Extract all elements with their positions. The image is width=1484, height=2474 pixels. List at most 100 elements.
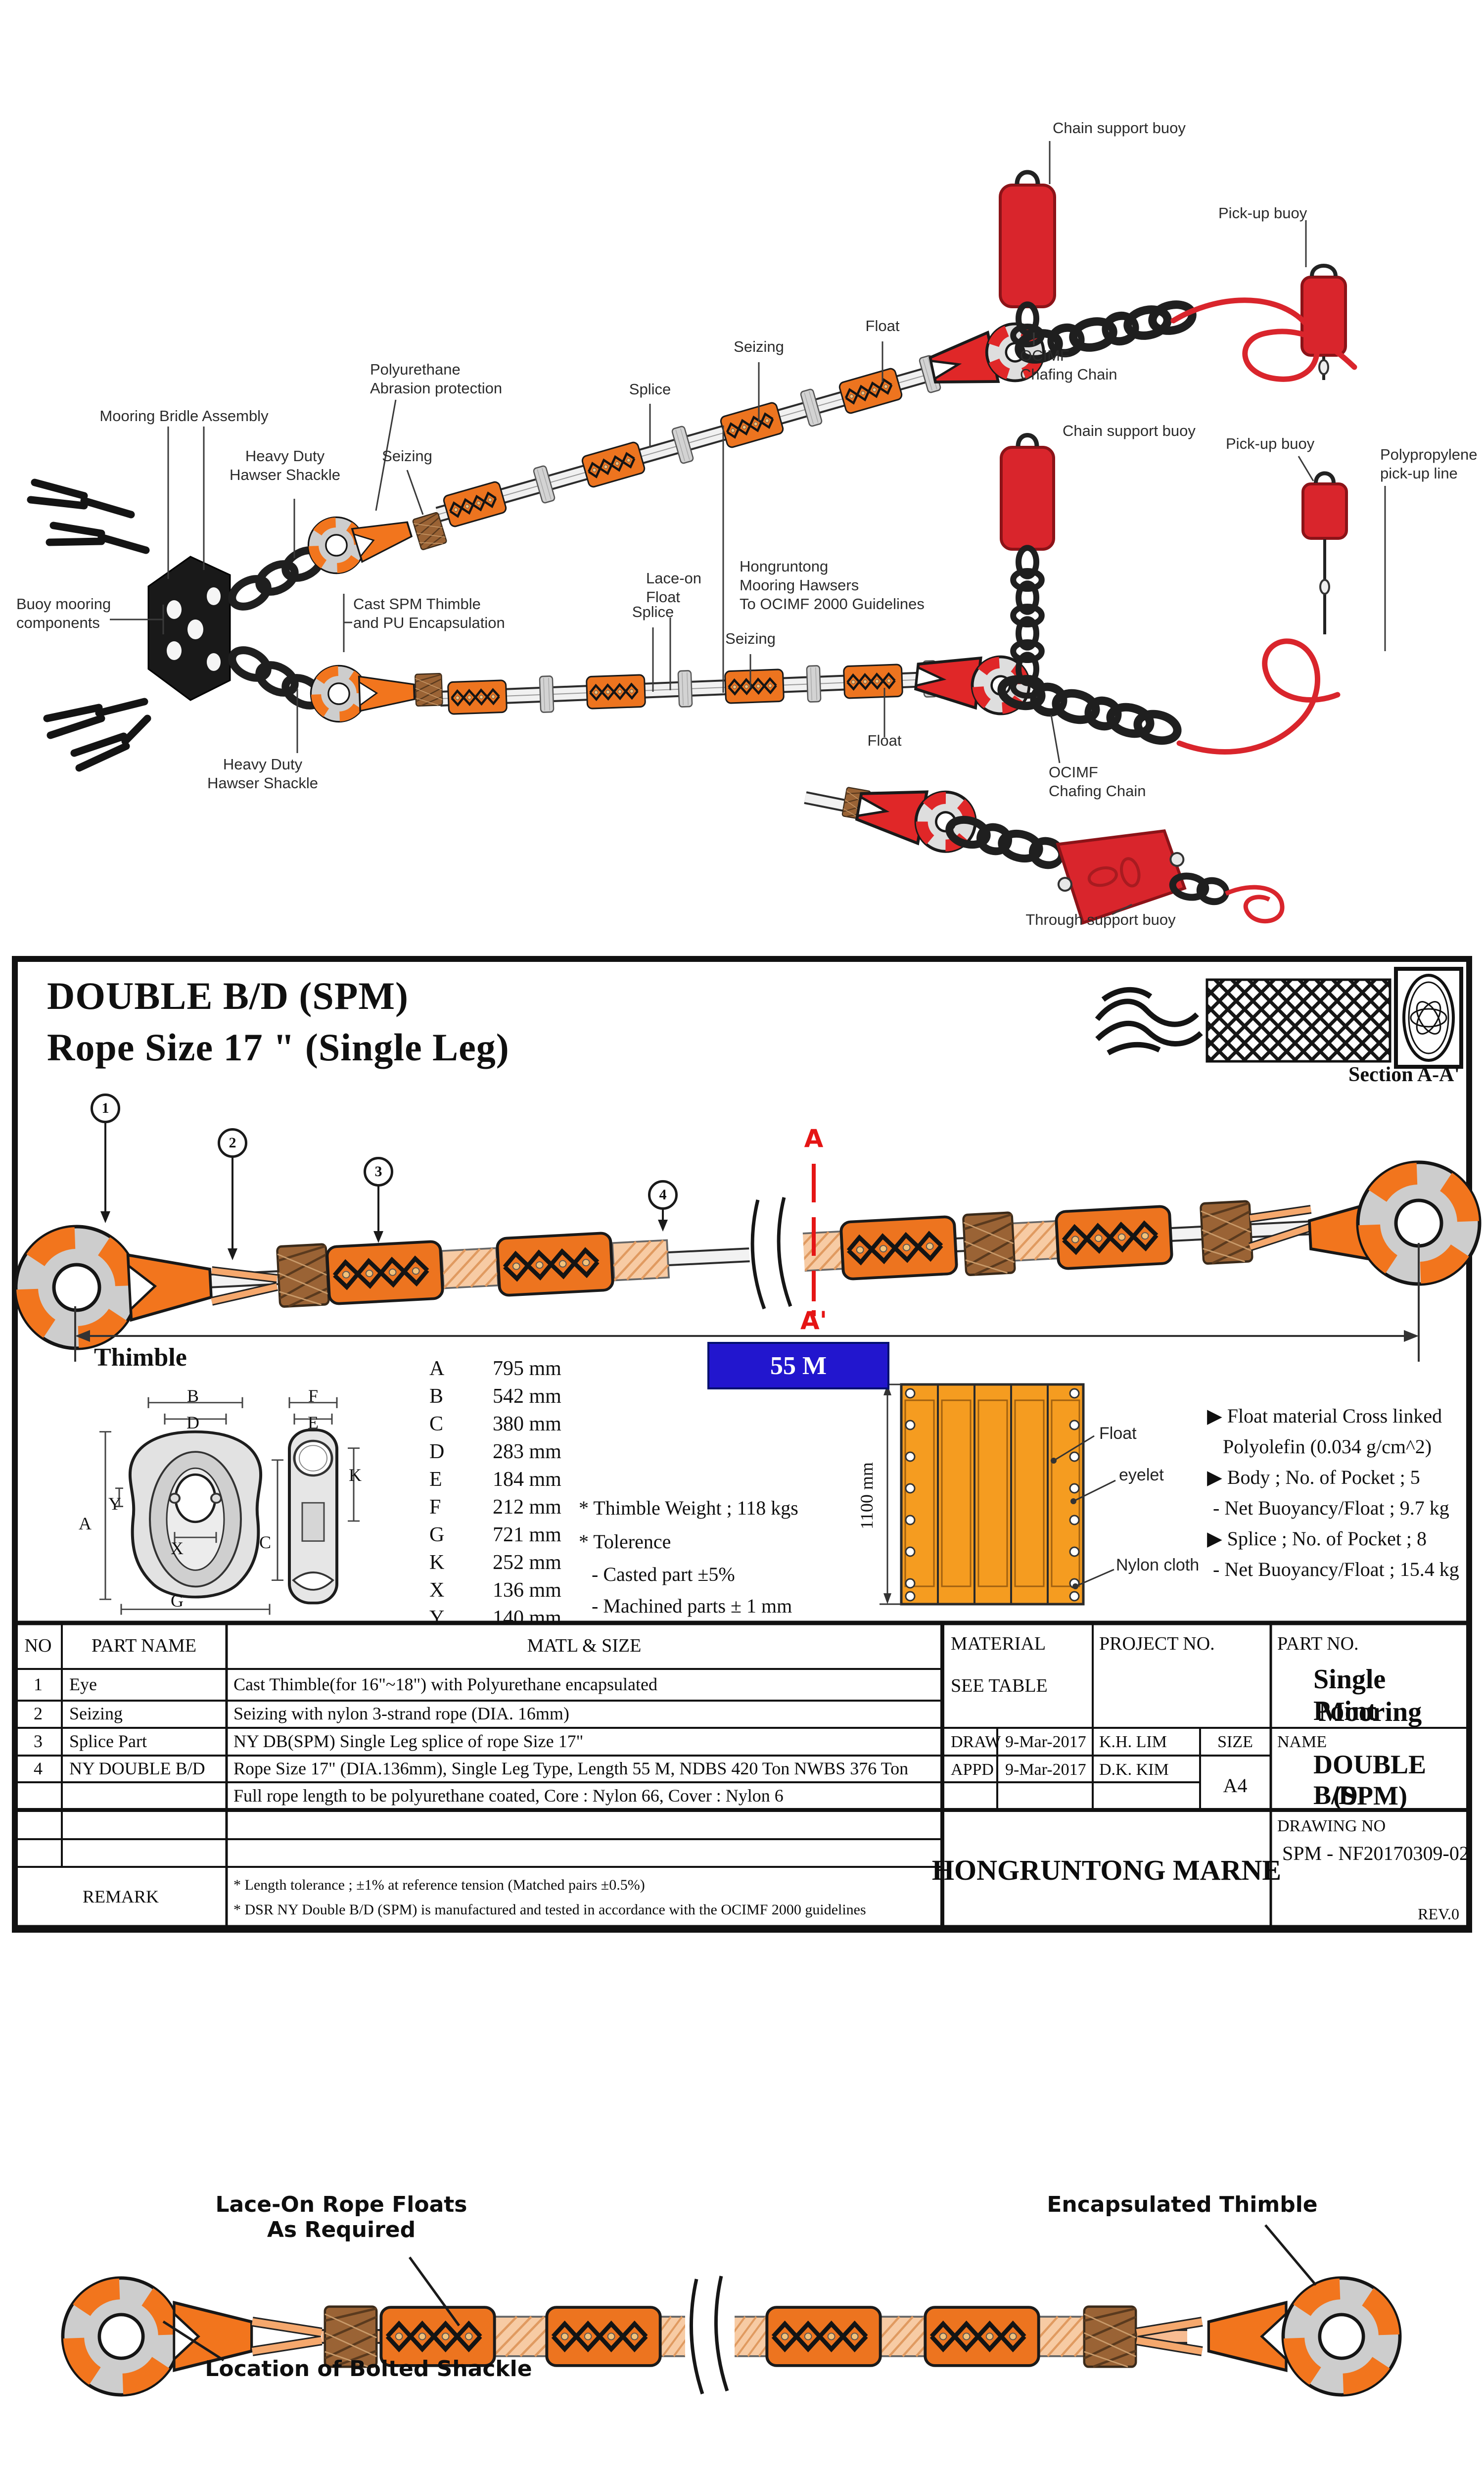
- cell-material-header: MATERIAL: [951, 1633, 1046, 1654]
- dim-value: 542 mm: [493, 1385, 561, 1408]
- dim-value: 380 mm: [493, 1413, 561, 1435]
- rope-construction-graphic: [1095, 967, 1463, 1069]
- label-buoy-mooring-components: Buoy mooring components: [16, 595, 111, 631]
- name-double-bd: DOUBLE B/D: [1313, 1750, 1427, 1810]
- row3-no: 3: [34, 1731, 43, 1751]
- thimble-side-view: [288, 1397, 360, 1605]
- dim-row: G 721 mm: [429, 1523, 598, 1547]
- length-dimension: [74, 1243, 1420, 1362]
- lower-hawser-graphic: [307, 646, 1180, 745]
- dim-letter: C: [429, 1413, 444, 1435]
- thimble-note-weight: * Thimble Weight ; 118 kgs: [579, 1497, 798, 1519]
- appd-date: 9-Mar-2017: [1005, 1760, 1086, 1779]
- draw-label: DRAW: [951, 1733, 1001, 1751]
- label-location-of-bolted-shackle: Location of Bolted Shackle: [205, 2356, 532, 2381]
- balloon-arrows: [100, 1121, 668, 1260]
- float-detail-label-eyelet: eyelet: [1119, 1466, 1164, 1484]
- size-label: SIZE: [1217, 1733, 1253, 1751]
- label-pick-up-buoy-2: Pick-up buoy: [1226, 435, 1315, 452]
- dim-row: Y 140 mm: [429, 1606, 598, 1630]
- label-pick-up-buoy-1: Pick-up buoy: [1218, 204, 1307, 222]
- row2-no: 2: [34, 1704, 43, 1723]
- row3-part: Splice Part: [69, 1731, 147, 1751]
- sheet-title-line2: Rope Size 17 " (Single Leg): [47, 1026, 510, 1069]
- dim-value: 212 mm: [493, 1496, 561, 1519]
- dim-value: 140 mm: [493, 1607, 561, 1629]
- label-through-support-buoy: Through support buoy: [1025, 911, 1176, 928]
- mooring-bridle-graphic: [27, 478, 325, 772]
- row3-matl: NY DB(SPM) Single Leg splice of rope Siz…: [233, 1731, 584, 1751]
- size-value: A4: [1223, 1774, 1248, 1797]
- label-heavy-duty-hawser-shackle-lower: Heavy Duty Hawser Shackle: [207, 756, 318, 792]
- row4-no: 4: [34, 1759, 43, 1778]
- row2-matl: Seizing with nylon 3-strand rope (DIA. 1…: [233, 1704, 569, 1723]
- drawing-no-label: DRAWING NO: [1277, 1817, 1386, 1835]
- name-spm: (SPM): [1333, 1781, 1407, 1810]
- dim-value: 721 mm: [493, 1523, 561, 1546]
- dim-letter: E: [429, 1468, 442, 1491]
- float-detail-label-float: Float: [1099, 1424, 1137, 1443]
- dim-row: F 212 mm: [429, 1495, 598, 1519]
- label-ocimf-chafing-chain-2: OCIMF Chafing Chain: [1049, 763, 1146, 800]
- dim-letter: Y: [429, 1607, 445, 1629]
- balloon-1-num: 1: [101, 1100, 109, 1116]
- label-lace-on-rope-floats: Lace-On Rope Floats As Required: [215, 2192, 467, 2242]
- part-no-single-point: Single Point: [1313, 1664, 1386, 1726]
- float-note-material-1: ▶ Float material Cross linked: [1207, 1405, 1442, 1427]
- dim-letter: A: [429, 1357, 445, 1380]
- row5-matl: Full rope length to be polyurethane coat…: [233, 1786, 784, 1806]
- dim-value: 795 mm: [493, 1357, 561, 1380]
- row1-part: Eye: [69, 1674, 97, 1694]
- row4-matl: Rope Size 17" (DIA.136mm), Single Leg Ty…: [233, 1759, 909, 1778]
- appd-by: D.K. KIM: [1099, 1760, 1169, 1779]
- cell-part-no-header: PART NO.: [1277, 1633, 1359, 1654]
- label-mooring-bridle-assembly: Mooring Bridle Assembly: [99, 407, 269, 425]
- row2-part: Seizing: [69, 1704, 123, 1723]
- label-lace-on-float: Lace-on Float: [646, 570, 702, 606]
- dim-letter-E: E: [308, 1413, 319, 1432]
- label-seizing-upper-2: Seizing: [734, 338, 784, 355]
- col-header-matl-size: MATL & SIZE: [527, 1635, 642, 1656]
- dim-letter: F: [429, 1496, 441, 1519]
- company-name: HONGRUNTONG MARNE: [931, 1854, 1282, 1886]
- float-height-dim: 1100 mm: [857, 1462, 877, 1529]
- appd-label: APPD: [951, 1760, 994, 1779]
- label-polypropylene-pick-up-line: Polypropylene pick-up line: [1380, 446, 1478, 482]
- rope-assembly-drawing: [7, 1153, 1484, 1358]
- dim-letter-A: A: [79, 1514, 92, 1533]
- remark-label: REMARK: [82, 1887, 159, 1906]
- row1-no: 1: [34, 1674, 43, 1694]
- thimble-heading: Thimble: [94, 1343, 187, 1372]
- dim-row: E 184 mm: [429, 1468, 598, 1491]
- label-chain-support-buoy-2: Chain support buoy: [1063, 422, 1196, 439]
- dim-letter: G: [429, 1523, 445, 1546]
- dim-row: A 795 mm: [429, 1357, 598, 1380]
- balloon-3: 3: [364, 1157, 393, 1187]
- float-detail-drawing: [880, 1383, 1116, 1606]
- draw-date: 9-Mar-2017: [1005, 1733, 1086, 1751]
- dim-letter: D: [429, 1440, 445, 1463]
- label-seizing-lower: Seizing: [725, 630, 776, 647]
- dim-letter-C: C: [259, 1532, 272, 1552]
- draw-by: K.H. LIM: [1099, 1733, 1167, 1751]
- dim-value: 136 mm: [493, 1579, 561, 1602]
- row4-part: NY DOUBLE B/D: [69, 1759, 205, 1778]
- float-note-splice-buoyancy: - Net Buoyancy/Float ; 15.4 kg: [1213, 1558, 1459, 1580]
- label-float-lower: Float: [867, 732, 902, 749]
- dim-letter-B: B: [186, 1386, 199, 1406]
- remark-line-1: * Length tolerance ; ±1% at reference te…: [233, 1877, 645, 1893]
- balloon-2: 2: [218, 1128, 247, 1158]
- balloon-1: 1: [91, 1094, 120, 1123]
- name-label: NAME: [1277, 1733, 1327, 1751]
- sheet-border: [12, 956, 1472, 1933]
- label-cast-spm-thimble: Cast SPM Thimble and PU Encapsulation: [353, 595, 505, 631]
- label-splice-lower: Splice: [632, 603, 674, 620]
- dim-value: 184 mm: [493, 1468, 561, 1491]
- float-detail-label-nylon-cloth: Nylon cloth: [1116, 1556, 1200, 1574]
- through-buoy-hawser-graphic: [804, 774, 1285, 925]
- label-chain-support-buoy-1: Chain support buoy: [1053, 119, 1186, 137]
- sheet-title-line1: DOUBLE B/D (SPM): [47, 974, 409, 1017]
